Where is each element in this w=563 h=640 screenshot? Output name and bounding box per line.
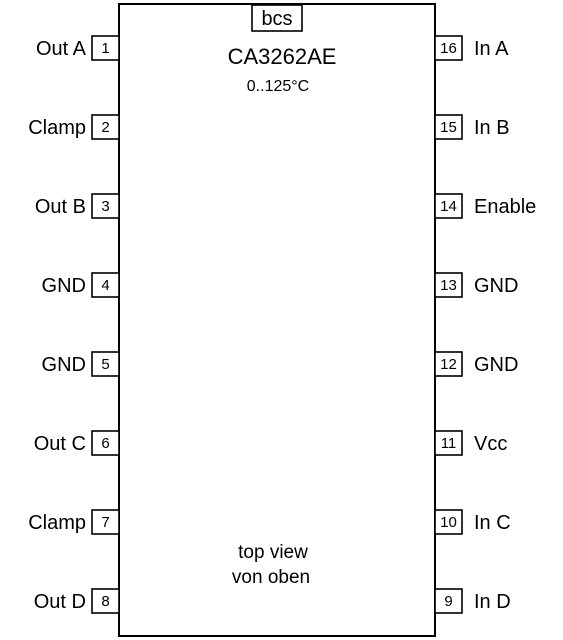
- logo-text: bcs: [261, 8, 292, 30]
- pin-left-2: 2 Clamp: [28, 114, 120, 140]
- pin-label: GND: [474, 354, 518, 376]
- pin-number: 6: [101, 435, 109, 452]
- view-label-de: von oben: [232, 567, 310, 588]
- pin-left-4: 4 GND: [42, 272, 120, 298]
- pin-number: 14: [440, 198, 457, 215]
- pin-number: 5: [101, 356, 109, 373]
- pin-label: In C: [474, 512, 511, 534]
- pin-number-box: [434, 351, 463, 377]
- pin-number-box: [91, 351, 120, 377]
- pin-number-box: [434, 430, 463, 456]
- pin-number: 8: [101, 593, 109, 610]
- pin-number-box: [91, 509, 120, 535]
- pin-label: Out A: [36, 38, 87, 60]
- pin-number: 2: [101, 119, 109, 136]
- pin-right-12: 12 GND: [434, 351, 518, 377]
- pin-number-box: [91, 114, 120, 140]
- pin-left-6: 6 Out C: [34, 430, 120, 456]
- chip-body: [118, 3, 436, 637]
- pin-right-9: 9 In D: [434, 588, 511, 614]
- pin-number-box: [434, 509, 463, 535]
- pin-left-3: 3 Out B: [35, 193, 120, 219]
- pin-number-box: [434, 35, 463, 61]
- pin-number-box: [91, 193, 120, 219]
- pin-number: 7: [101, 514, 109, 531]
- temp-range: 0..125°C: [247, 78, 309, 95]
- pin-number-box: [91, 272, 120, 298]
- pin-number-box: [434, 193, 463, 219]
- pin-number: 4: [101, 277, 109, 294]
- view-label-en: top view: [238, 542, 308, 563]
- pin-left-5: 5 GND: [42, 351, 120, 377]
- pin-number: 1: [101, 40, 109, 57]
- pin-number-box: [434, 114, 463, 140]
- pin-number: 15: [440, 119, 457, 136]
- pin-right-10: 10 In C: [434, 509, 511, 535]
- pin-right-16: 16 In A: [434, 35, 509, 61]
- pin-label: Enable: [474, 196, 536, 218]
- pin-label: Out D: [34, 591, 86, 613]
- pin-number-box: [91, 35, 120, 61]
- pin-label: In D: [474, 591, 511, 613]
- pin-number-box: [91, 430, 120, 456]
- pin-number: 9: [444, 593, 452, 610]
- pin-label: GND: [474, 275, 518, 297]
- pin-left-7: 7 Clamp: [28, 509, 120, 535]
- pin-number: 16: [440, 40, 457, 57]
- pin-label: GND: [42, 354, 86, 376]
- pin-number: 10: [440, 514, 457, 531]
- pin-number: 3: [101, 198, 109, 215]
- pin-number-box: [434, 588, 463, 614]
- pin-label: Out C: [34, 433, 86, 455]
- logo-box: [251, 4, 303, 32]
- pin-right-15: 15 In B: [434, 114, 510, 140]
- pin-number-box: [434, 272, 463, 298]
- pin-right-14: 14 Enable: [434, 193, 536, 219]
- pin-label: Clamp: [28, 512, 86, 534]
- part-number: CA3262AE: [228, 44, 337, 69]
- pin-right-13: 13 GND: [434, 272, 518, 298]
- pin-left-1: 1 Out A: [36, 35, 120, 61]
- pin-label: Clamp: [28, 117, 86, 139]
- pin-right-11: 11 Vcc: [434, 430, 507, 456]
- pin-label: Out B: [35, 196, 86, 218]
- pin-number-box: [91, 588, 120, 614]
- pin-number: 13: [440, 277, 457, 294]
- pin-number: 11: [441, 435, 457, 452]
- pin-label: In B: [474, 117, 510, 139]
- pin-label: In A: [474, 38, 509, 60]
- pin-label: GND: [42, 275, 86, 297]
- pin-left-8: 8 Out D: [34, 588, 120, 614]
- pin-number: 12: [440, 356, 457, 373]
- pin-label: Vcc: [474, 433, 507, 455]
